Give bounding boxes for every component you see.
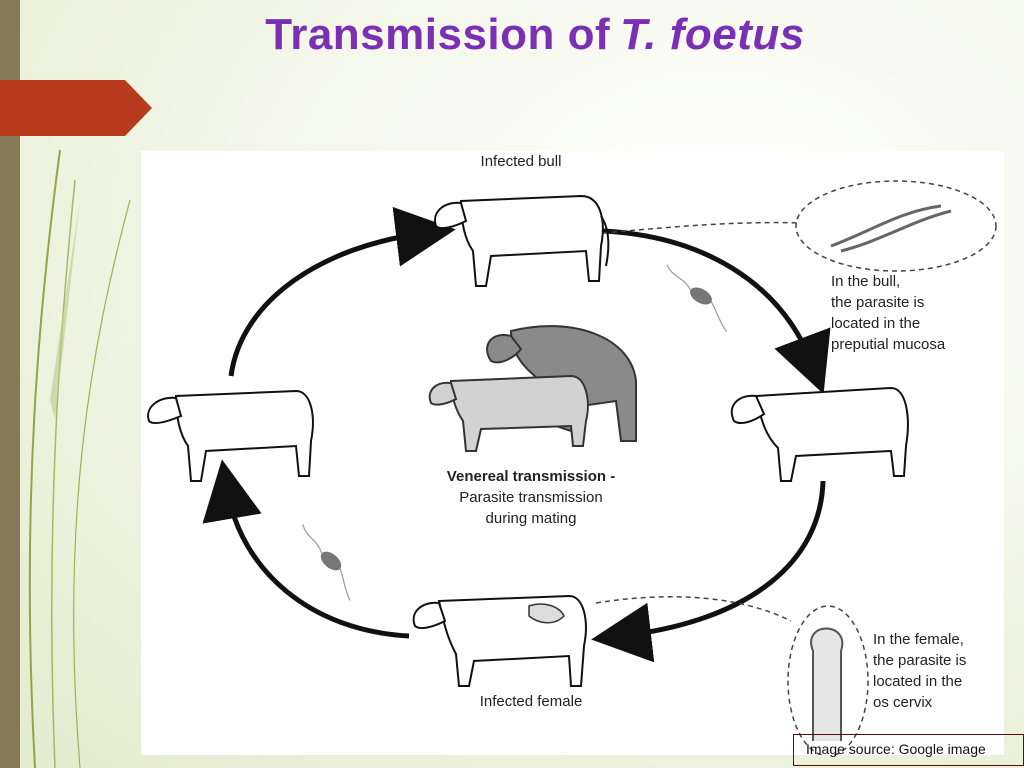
parasite-icon <box>302 524 351 601</box>
bull-note-line1: In the bull, <box>831 273 900 290</box>
parasite-icon <box>666 264 728 332</box>
bull-leader-line <box>602 221 802 234</box>
center-title: Venereal transmission - <box>447 468 615 485</box>
diagram-panel: Infected bull In the bull, the parasite … <box>141 151 1004 755</box>
female-note-line3: located in the <box>873 673 962 690</box>
infected-bull-label: Infected bull <box>481 153 562 170</box>
infected-female-label: Infected female <box>480 693 583 710</box>
bull-note-line4: preputial mucosa <box>831 336 946 353</box>
arrow-to-female <box>591 480 826 663</box>
cow-left-icon <box>147 389 314 482</box>
infected-bull-icon <box>434 194 610 287</box>
preputial-tissue-icon <box>830 204 952 253</box>
image-source-caption: Image source: Google image <box>793 734 1024 766</box>
arrow-to-right-cow <box>602 228 831 395</box>
female-leader-line <box>595 596 792 622</box>
mating-cattle-icon <box>428 325 637 452</box>
bull-note-line3: located in the <box>831 315 920 332</box>
center-line3: during mating <box>486 510 577 527</box>
arrow-to-bull <box>228 206 456 377</box>
title-main: Transmission of <box>265 10 611 59</box>
female-note-line4: os cervix <box>873 694 933 711</box>
female-note-line1: In the female, <box>873 631 964 648</box>
decorative-lines <box>28 149 131 768</box>
cow-right-icon <box>730 386 909 482</box>
accent-arrow-tab <box>0 80 152 136</box>
left-sidebar-bar <box>0 0 20 768</box>
arrow-to-left-cow <box>202 459 410 639</box>
bull-note-line2: the parasite is <box>831 294 924 311</box>
center-line2: Parasite transmission <box>459 489 602 506</box>
transmission-diagram: Infected bull In the bull, the parasite … <box>147 153 997 755</box>
female-note-line2: the parasite is <box>873 652 966 669</box>
cervix-tissue-icon <box>810 627 844 741</box>
title-italic: T. foetus <box>620 10 805 59</box>
infected-female-icon <box>412 594 587 687</box>
preputial-magnified-ellipse <box>795 180 997 272</box>
